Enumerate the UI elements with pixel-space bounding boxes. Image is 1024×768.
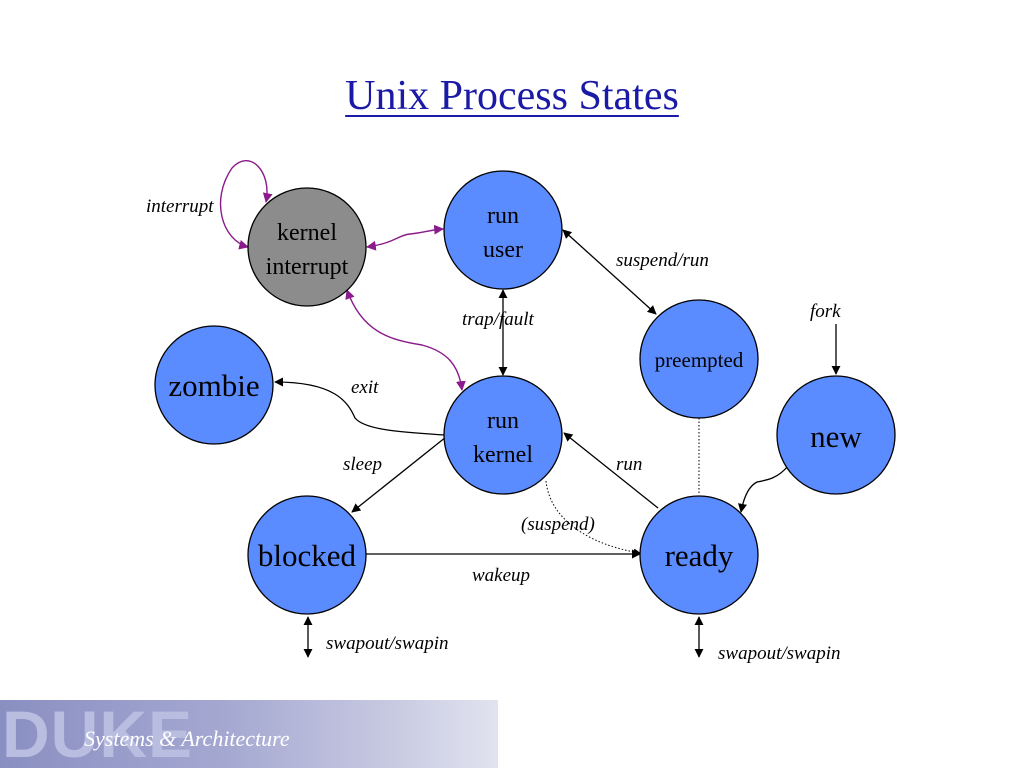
- swap-right-label: swapout/swapin: [718, 643, 840, 664]
- preempted-label: preempted: [655, 348, 744, 372]
- page-title: Unix Process States: [345, 73, 679, 119]
- fork-label: fork: [810, 301, 841, 322]
- kernel-interrupt-label-line2: interrupt: [266, 254, 349, 280]
- process-state-diagram: kernel interrupt run user preempted zomb…: [146, 160, 896, 664]
- run-label: run: [616, 454, 642, 475]
- run-kernel-label-line1: run: [487, 408, 519, 434]
- node-new: new: [776, 375, 896, 495]
- kernel-interrupt-label-line1: kernel: [277, 220, 337, 246]
- sleep-label: sleep: [343, 454, 382, 475]
- node-preempted: preempted: [639, 299, 759, 419]
- new-label: new: [810, 419, 862, 454]
- trap-fault-label: trap/fault: [462, 309, 535, 330]
- duke-logo: DUKE: [2, 700, 194, 768]
- swap-left-label: swapout/swapin: [326, 633, 448, 654]
- node-blocked: blocked: [247, 495, 367, 615]
- interrupt-runuser-arrow: [366, 224, 444, 251]
- exit-arrow: [274, 377, 445, 436]
- node-zombie: zombie: [154, 325, 274, 445]
- footer-banner: DUKE Systems & Architecture: [0, 700, 498, 768]
- run-kernel-label-line2: kernel: [473, 442, 533, 468]
- node-run-user: run user: [443, 170, 563, 290]
- blocked-label: blocked: [258, 538, 357, 573]
- zombie-label: zombie: [168, 368, 259, 403]
- node-ready: ready: [639, 495, 759, 615]
- suspend-run-label: suspend/run: [616, 250, 709, 271]
- exit-label: exit: [351, 377, 379, 398]
- ready-label: ready: [665, 538, 734, 573]
- runuser-preempted-arrow: [562, 229, 657, 315]
- run-user-label-line1: run: [487, 203, 519, 229]
- footer-text: Systems & Architecture: [84, 726, 290, 751]
- node-run-kernel: run kernel: [443, 375, 563, 495]
- run-user-label-line2: user: [483, 237, 523, 263]
- interrupt-loop-arrow: [219, 160, 273, 250]
- interrupt-runkernel-arrow: [345, 289, 466, 391]
- wakeup-label: wakeup: [472, 565, 530, 586]
- node-kernel-interrupt: kernel interrupt: [247, 187, 367, 307]
- run-arrow: [563, 432, 659, 509]
- interrupt-label: interrupt: [146, 196, 214, 217]
- suspend-label: (suspend): [521, 514, 595, 535]
- sleep-arrow: [351, 436, 447, 513]
- new-ready-arrow: [738, 465, 789, 513]
